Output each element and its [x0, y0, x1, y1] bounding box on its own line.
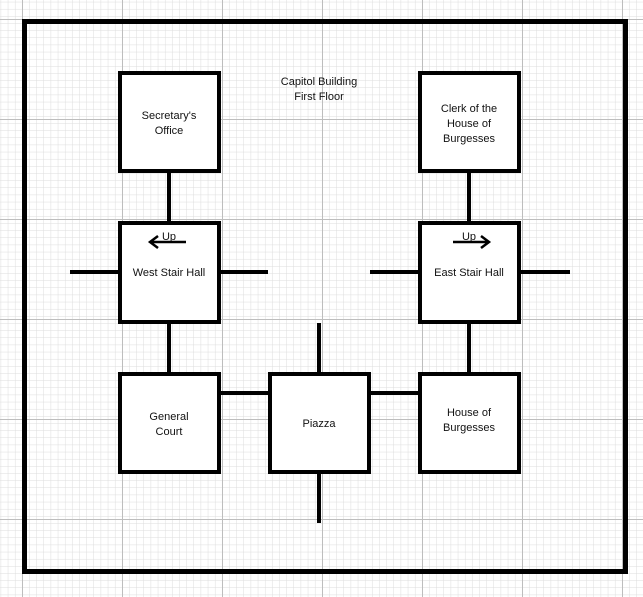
room-house-of-burgesses: [418, 372, 521, 474]
corridors: [70, 172, 570, 523]
clerk-label-1: Clerk of the: [441, 103, 497, 115]
room-general-court: [118, 372, 221, 474]
clerk-label-3: Burgesses: [443, 133, 495, 145]
room-piazza: [268, 372, 371, 474]
room-clerk-office: [418, 71, 521, 173]
east-stair-label: East Stair Hall: [434, 267, 504, 279]
room-secretary-office: [118, 71, 221, 173]
building-outline: [22, 19, 628, 574]
west-up-label: Up: [162, 231, 176, 243]
house-label-1: House of: [447, 407, 492, 419]
court-label-2: Court: [156, 426, 183, 438]
piazza-label: Piazza: [302, 418, 336, 430]
secretary-label-2: Office: [155, 125, 184, 137]
title-line-1: Capitol Building: [281, 76, 357, 88]
court-label-1: General: [149, 411, 188, 423]
house-label-2: Burgesses: [443, 422, 495, 434]
room-west-stair-hall: [118, 221, 221, 324]
clerk-label-2: House of: [447, 118, 492, 130]
secretary-label-1: Secretary's: [142, 110, 197, 122]
arrow-left-icon: [147, 235, 186, 249]
east-up-label: Up: [462, 231, 476, 243]
room-east-stair-hall: [418, 221, 521, 324]
title-line-2: First Floor: [294, 91, 344, 103]
arrow-right-icon: [453, 235, 492, 249]
west-stair-label: West Stair Hall: [133, 267, 206, 279]
